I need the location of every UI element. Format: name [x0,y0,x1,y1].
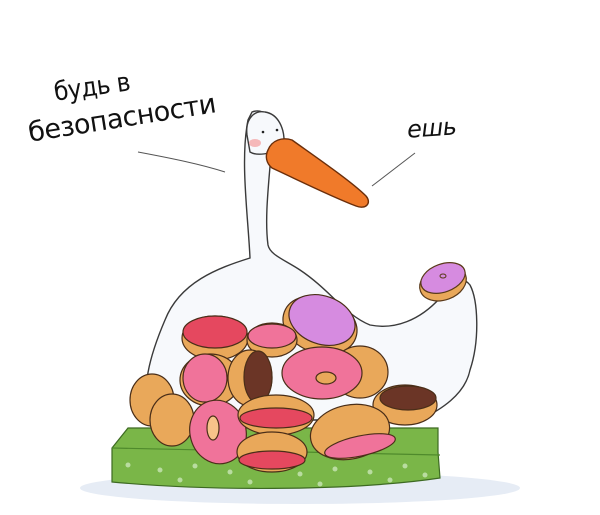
caption-right-pointer [371,152,416,187]
tray-dots [125,462,428,487]
goose-eye-left [261,130,265,134]
goose-cheek [249,139,261,147]
caption-left-pointer [137,151,226,173]
held-donut [419,262,467,302]
donut-pile [129,294,438,473]
caption-eat: ешь [406,112,458,144]
goose-beak [265,138,370,208]
goose-eye-right [275,128,279,132]
